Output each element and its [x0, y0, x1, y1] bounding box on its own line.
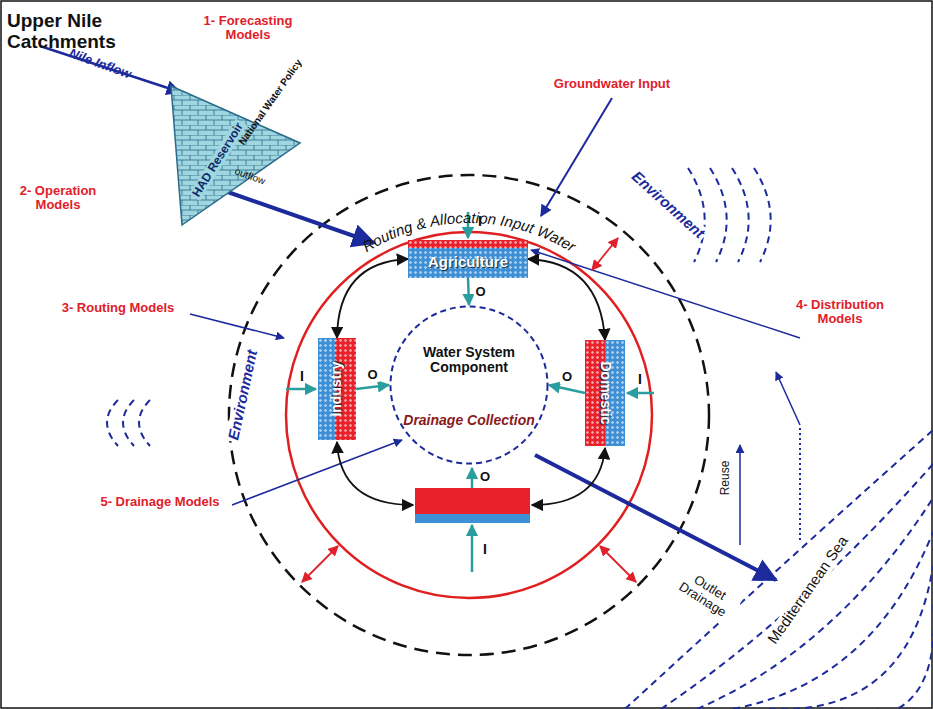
exchange-arrow — [337, 442, 413, 505]
outflow-arrow — [222, 190, 374, 243]
input-arrow — [471, 525, 474, 572]
use-box — [415, 488, 530, 514]
title-label: Upper Nile Catchments — [7, 11, 157, 53]
exchange-arrow — [532, 448, 605, 505]
sea-mark — [733, 532, 933, 709]
reuse-arrow — [739, 445, 741, 545]
model-label: 5- Drainage Models — [100, 495, 219, 509]
io-label: I — [638, 372, 642, 387]
environment-circle — [229, 175, 709, 655]
connector — [337, 259, 408, 338]
connector — [356, 385, 389, 389]
node-text: Domestic — [597, 361, 612, 424]
drainage-shape — [389, 305, 549, 465]
node-text: Drainage Collection — [399, 413, 539, 428]
groundwater-arrow — [541, 98, 612, 216]
io-label: O — [480, 470, 490, 484]
sea-mark — [661, 464, 933, 709]
model-label: 4- Distribution Models — [780, 298, 900, 327]
inflow-arrow — [40, 46, 180, 92]
leader-line — [190, 314, 284, 338]
arc-label: Routing & Allocation Input Water — [359, 209, 579, 256]
sector-box: Industry — [318, 338, 356, 440]
reuse-arrow — [776, 372, 800, 425]
outlet-label: Outlet Drainage — [670, 564, 743, 624]
exchange-arrow — [302, 546, 338, 582]
wave-mark — [710, 168, 727, 262]
wave-mark — [123, 400, 134, 446]
io-label: I — [300, 369, 304, 384]
use-box — [415, 514, 530, 523]
sea-label: Mediterranean Sea — [764, 531, 853, 648]
sea-mark — [625, 430, 933, 709]
arc-label-path: Routing & Allocation Input Water — [359, 209, 579, 256]
policy-label: National Water Policy — [236, 57, 303, 147]
input-arrow — [286, 388, 316, 391]
edge-label: O — [365, 368, 379, 382]
model-label: 3- Routing Models — [62, 301, 175, 315]
sea-mark — [877, 668, 933, 709]
wave-mark — [732, 168, 749, 262]
output-arrow — [471, 468, 474, 488]
exchange-arrow — [592, 238, 618, 270]
connector — [528, 259, 605, 340]
model-label: 1- Forecasting Models — [183, 14, 313, 43]
io-label: I — [483, 542, 487, 557]
exchange-arrow — [600, 546, 636, 582]
input-label: Groundwater Input — [554, 77, 670, 91]
system-circle: Water System ComponentDrainage Collectio… — [389, 305, 549, 465]
wave-marks — [107, 168, 933, 709]
wave-mark — [107, 400, 118, 446]
reservoir-outline — [171, 86, 300, 225]
flow-label: outflow — [233, 165, 267, 186]
leader-line — [531, 250, 800, 338]
node-text: Agriculture — [428, 254, 508, 271]
edge-label: O — [560, 370, 574, 384]
sector-box: Agriculture — [408, 240, 528, 278]
sea-mark — [841, 634, 933, 709]
connector — [549, 385, 585, 393]
input-arrow — [627, 392, 654, 395]
sector-box: Domestic — [585, 340, 625, 446]
reuse-label: Reuse — [719, 461, 732, 496]
connector — [468, 278, 469, 305]
model-label: 2- Operation Models — [3, 184, 113, 213]
sea-mark — [805, 600, 933, 709]
node-text: Water System Component — [399, 345, 539, 376]
region-label: Environment — [627, 167, 709, 243]
routing-circle — [286, 232, 652, 598]
reuse-line — [799, 425, 801, 540]
reservoir-shape — [170, 85, 305, 230]
sea-mark — [769, 566, 933, 709]
sea-mark — [913, 702, 933, 709]
node-text: Industry — [329, 361, 344, 416]
wave-mark — [139, 400, 150, 446]
region-label: Environment — [225, 346, 261, 443]
leader-line — [232, 440, 402, 505]
reservoir-triangle: HAD Reservoir — [170, 85, 305, 230]
wave-mark — [754, 168, 771, 262]
drainage-outline — [391, 307, 548, 464]
edge-label: O — [473, 284, 487, 298]
